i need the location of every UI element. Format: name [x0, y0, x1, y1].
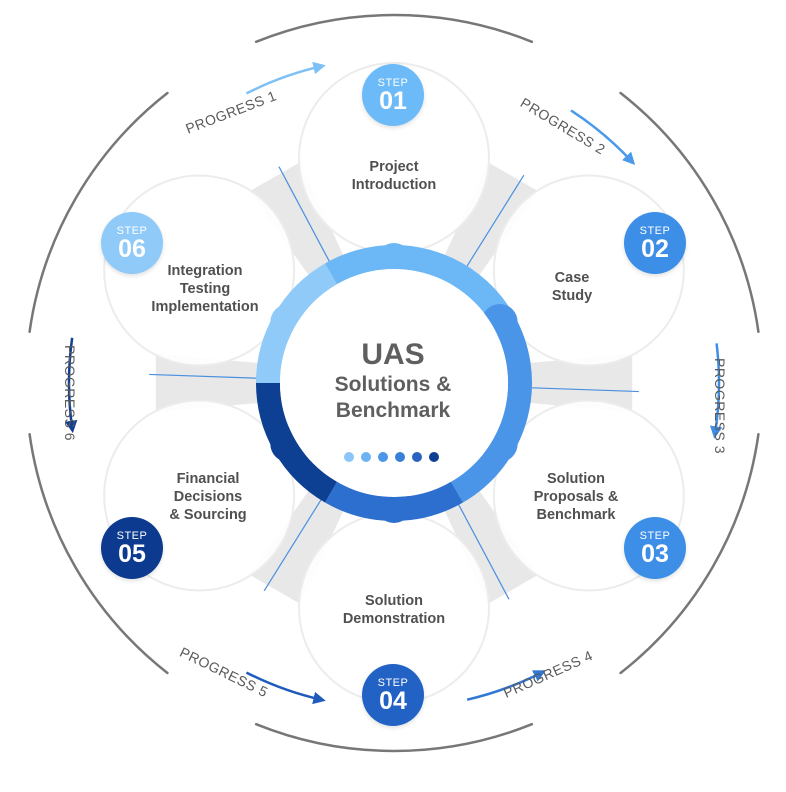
step-number: 05	[118, 540, 146, 568]
step-02-label: Case Study	[551, 270, 593, 304]
spoke-accent-line	[278, 166, 339, 278]
center-ring-segment	[450, 314, 532, 503]
center-ring-segment	[325, 245, 514, 327]
center-dot	[395, 452, 405, 462]
center-dot	[378, 452, 388, 462]
gray-spoke	[507, 353, 633, 413]
gray-spoke	[249, 472, 353, 604]
center-dot	[361, 452, 371, 462]
step-word: STEP	[639, 225, 671, 237]
gray-spoke	[249, 162, 353, 294]
center-dots	[344, 452, 444, 464]
progress-3-label: PROGRESS 3	[712, 357, 729, 455]
spoke-accent-line	[457, 174, 525, 282]
center-title-line3: Benchmark	[335, 399, 451, 422]
step-number: 03	[641, 540, 669, 568]
step-number: 01	[379, 87, 407, 115]
step-03-label: Solution Proposals & Benchmark	[533, 471, 619, 523]
step-number: 04	[379, 687, 407, 715]
outer-arc	[619, 91, 760, 334]
progress-arrow	[709, 343, 723, 439]
gray-spoke	[435, 162, 539, 294]
outer-arc	[28, 432, 169, 675]
spoke-accent-line	[513, 386, 639, 393]
center-dot	[429, 452, 439, 462]
center-title-line2: Solutions &	[334, 373, 452, 396]
step-word: STEP	[116, 530, 148, 542]
spoke-accent-line	[149, 373, 275, 380]
progress-6-label: PROGRESS 6	[62, 344, 79, 442]
step-05-badge: STEP 05	[101, 517, 163, 579]
step-number: 02	[641, 235, 669, 263]
center-title: UAS Solutions & Benchmark	[293, 338, 493, 424]
outer-arc	[254, 13, 534, 44]
step-03-badge: STEP 03	[624, 517, 686, 579]
progress-arrow	[245, 671, 326, 705]
progress-arrow	[570, 109, 636, 166]
progress-arrow	[245, 61, 326, 95]
center-disc	[280, 269, 508, 497]
spoke-accent-line	[263, 484, 331, 592]
step-01-badge: STEP 01	[362, 64, 424, 126]
step-04-label: Solution Demonstration	[342, 593, 446, 627]
step-word: STEP	[377, 677, 409, 689]
center-title-main: UAS	[361, 338, 425, 371]
step-05-label: Financial Decisions & Sourcing	[169, 471, 247, 523]
center-dot	[344, 452, 354, 462]
step-word: STEP	[116, 225, 148, 237]
spoke-accent-line	[449, 488, 510, 600]
step-06-label: Integration Testing Implementation	[151, 263, 259, 315]
progress-arrow	[466, 670, 547, 701]
step-number: 06	[118, 235, 146, 263]
step-word: STEP	[377, 77, 409, 89]
outer-arc	[254, 722, 534, 753]
step-word: STEP	[639, 530, 671, 542]
step-02-badge: STEP 02	[624, 212, 686, 274]
gray-spoke	[435, 472, 539, 604]
step-01-label: Project Introduction	[351, 159, 437, 193]
step-04-badge: STEP 04	[362, 664, 424, 726]
outer-arc	[28, 91, 169, 334]
gray-spoke	[155, 353, 281, 413]
center-dot	[412, 452, 422, 462]
progress-arrow	[64, 337, 78, 434]
step-06-badge: STEP 06	[101, 212, 163, 274]
outer-arc	[619, 432, 760, 675]
